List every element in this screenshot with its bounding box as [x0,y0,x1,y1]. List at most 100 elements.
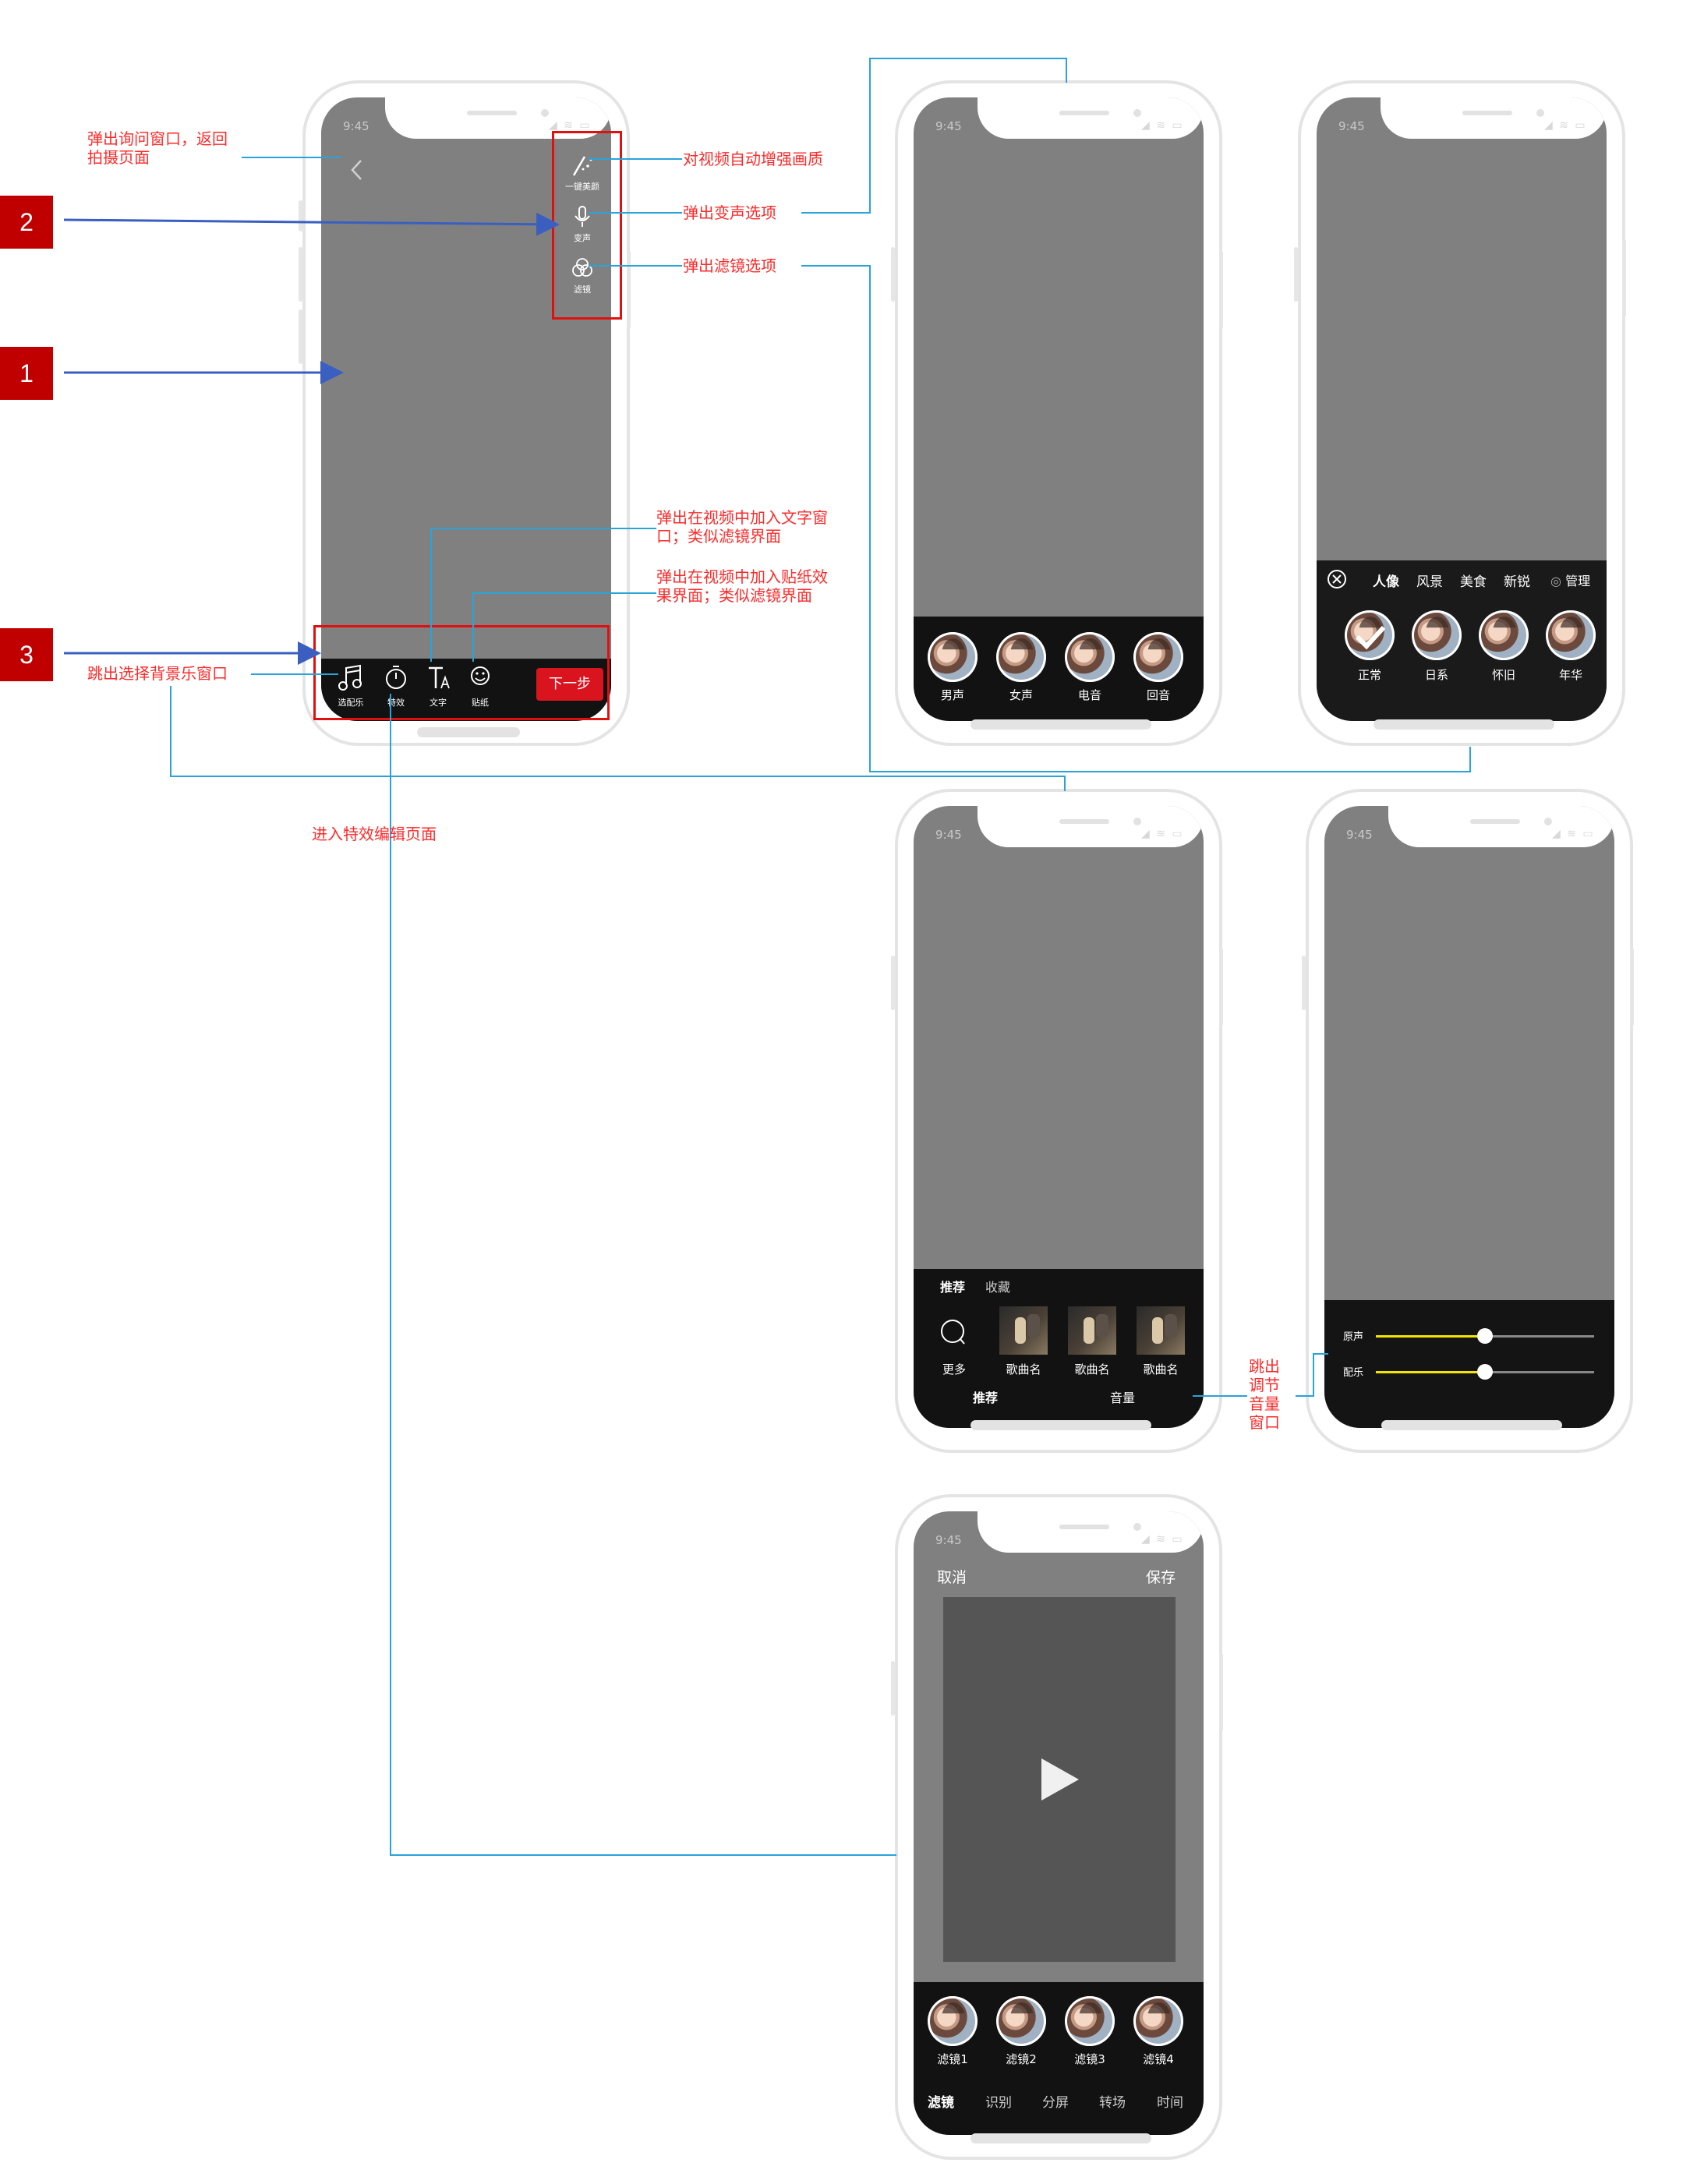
manage-button[interactable]: ◎ 管理 [1550,571,1590,589]
filter-avatar[interactable] [1345,610,1395,660]
voice-avatar[interactable] [928,632,978,682]
connector-line [390,1854,896,1856]
back-chevron-icon[interactable] [348,158,366,182]
filter-tray: 人像 风景 美食 新锐 ◎ 管理 正常 日系 怀旧 年华 [1317,560,1607,721]
edit-filter-avatar[interactable] [928,1996,978,2046]
tool-label: 一键美颜 [565,182,599,192]
side-button [299,309,302,364]
connector-line [869,771,1471,772]
slider-fill [1376,1335,1485,1338]
filter-tab[interactable]: 美食 [1460,574,1487,590]
phone-music: 9:45 ◢ ≋ ▭ 推荐 收藏 更多 歌曲名 歌曲名 歌曲名 推荐 音量 [891,789,1223,1453]
connector-line [1469,747,1471,772]
filter-avatar[interactable] [1412,610,1462,660]
song-thumbnail[interactable] [999,1306,1048,1355]
home-indicator [1381,1420,1562,1430]
song-label: 歌曲名 [1143,1362,1179,1376]
annotation-voice-change: 弹出变声选项 [683,203,776,222]
edit-tab[interactable]: 分屏 [1042,2095,1069,2111]
voice-avatar[interactable] [996,632,1046,682]
song-thumbnail[interactable] [1137,1306,1185,1355]
music-tab[interactable]: 收藏 [985,1280,1011,1295]
settings-ring-icon: ◎ [1550,574,1561,588]
slider-knob[interactable] [1477,1364,1493,1380]
connector-line [430,528,656,529]
search-icon[interactable] [939,1317,970,1352]
filter-avatar[interactable] [1546,610,1596,660]
filter-avatar[interactable] [1479,610,1529,660]
filter-tab[interactable]: 新锐 [1504,574,1530,590]
video-preview[interactable] [943,1597,1176,1962]
music-bottom-tab[interactable]: 音量 [1110,1391,1136,1405]
manage-label: 管理 [1565,574,1591,588]
annotation-add-text: 弹出在视频中加入文字窗 口；类似滤镜界面 [656,508,828,546]
voice-avatar[interactable] [1065,632,1115,682]
smiley-icon [471,666,490,685]
connector-line [869,58,871,214]
edit-tab[interactable]: 时间 [1157,2095,1183,2111]
connector-line [1296,1395,1313,1397]
tool-label: 滤镜 [574,284,591,295]
arrow-to-badge-2 [63,212,560,236]
slider-track-music[interactable] [1376,1364,1594,1380]
connector-line [242,157,341,158]
music-tab[interactable]: 推荐 [940,1280,966,1295]
filter-tab[interactable]: 人像 [1373,574,1399,590]
tool-effects[interactable]: 特效 [377,662,415,709]
edit-filter-avatar[interactable] [1133,1996,1183,2046]
voice-avatar[interactable] [1133,632,1183,682]
tool-music[interactable]: 选配乐 [332,662,369,709]
tool-label: 文字 [430,698,447,708]
edit-tab[interactable]: 滤镜 [928,2095,954,2111]
screen: 9:45 ◢ ≋ ▭ 原声 配乐 [1324,806,1614,1428]
annotation-filter: 弹出滤镜选项 [683,256,776,275]
music-tray: 推荐 收藏 更多 歌曲名 歌曲名 歌曲名 推荐 音量 [914,1269,1204,1428]
connector-line [1064,776,1066,791]
screen: 9:45 ◢ ≋ ▭ 一键美颜 变声 滤镜 选配乐 特效 [321,97,611,721]
edit-filter-label: 滤镜4 [1143,2052,1174,2066]
save-button[interactable]: 保存 [1146,1569,1176,1586]
home-indicator [970,2133,1151,2143]
slider-track-original[interactable] [1376,1328,1594,1344]
status-time: 9:45 [935,1533,962,1547]
slider-knob[interactable] [1477,1328,1493,1344]
connector-line [430,528,432,662]
voice-label: 男声 [940,688,964,702]
phone-filter: 9:45 ◢ ≋ ▭ 人像 风景 美食 新锐 ◎ 管理 正常 日系 怀旧 年华 [1294,80,1626,746]
tool-text[interactable]: 文字 [419,662,457,709]
highlight-box-bottom-toolbar [313,625,610,720]
edit-tab[interactable]: 识别 [985,2095,1012,2111]
annotation-add-sticker: 弹出在视频中加入贴纸效 果界面；类似滤镜界面 [656,567,828,605]
tool-filter[interactable]: 滤镜 [559,255,606,302]
connector-line [1193,1395,1247,1397]
status-time: 9:45 [935,119,962,133]
more-label[interactable]: 更多 [942,1362,966,1376]
music-bottom-tab[interactable]: 推荐 [973,1391,999,1405]
edit-filter-avatar[interactable] [1065,1996,1115,2046]
tool-sticker[interactable]: 贴纸 [461,662,499,709]
connector-line [589,265,682,267]
check-icon [1352,623,1387,654]
home-indicator [1374,719,1554,730]
play-icon[interactable] [1040,1757,1080,1802]
tool-voice-change[interactable]: 变声 [559,203,606,250]
connector-line [801,265,870,267]
filter-tab[interactable]: 风景 [1416,574,1443,590]
status-icons: ◢ ≋ ▭ [1544,119,1587,132]
music-note-icon [338,664,362,691]
status-time: 9:45 [343,119,369,133]
cancel-button[interactable]: 取消 [937,1569,967,1586]
status-icons: ◢ ≋ ▭ [549,119,592,132]
connector-line [1313,1353,1328,1355]
edit-filter-avatar[interactable] [996,1996,1046,2046]
edit-tab[interactable]: 转场 [1099,2095,1126,2111]
song-thumbnail[interactable] [1068,1306,1116,1355]
tool-auto-enhance[interactable]: 一键美颜 [559,152,606,199]
status-icons: ◢ ≋ ▭ [1141,1533,1184,1546]
next-button[interactable]: 下一步 [536,668,603,701]
side-button [627,251,631,329]
tool-label: 选配乐 [338,698,364,708]
edit-filter-label: 滤镜2 [1006,2052,1037,2066]
annotation-effects-edit: 进入特效编辑页面 [312,825,437,843]
close-icon[interactable] [1326,568,1348,593]
